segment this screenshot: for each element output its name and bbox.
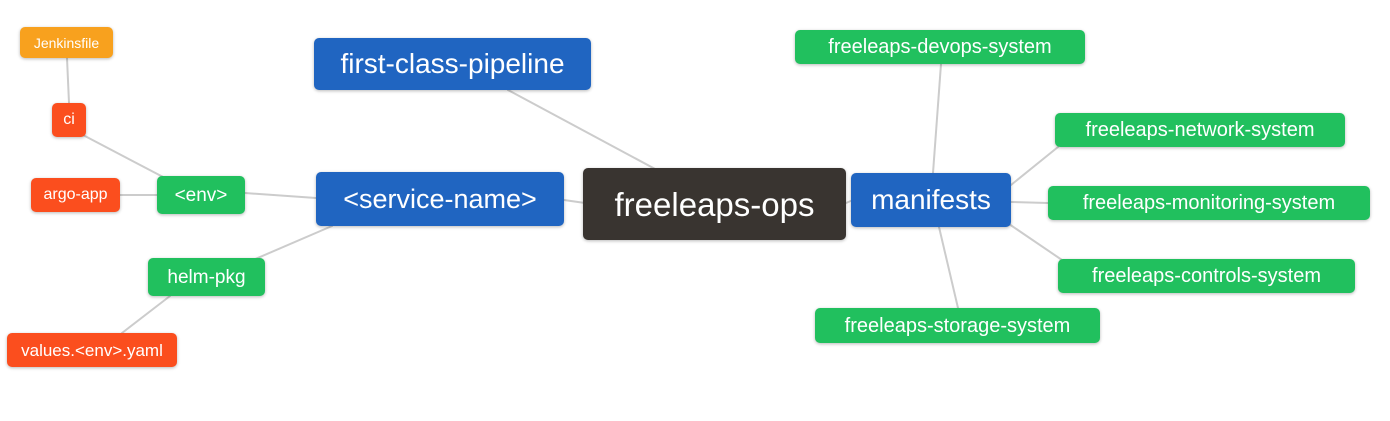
edge-manifests-controls-system xyxy=(1008,223,1063,261)
node-freeleaps-devops-system[interactable]: freeleaps-devops-system xyxy=(795,30,1085,64)
edge-manifests-storage-system xyxy=(938,226,959,309)
node-jenkinsfile[interactable]: Jenkinsfile xyxy=(20,27,113,58)
node-env[interactable]: <env> xyxy=(157,176,245,214)
node-service-name[interactable]: <service-name> xyxy=(316,172,564,226)
edge-service-name-helm-pkg xyxy=(252,225,333,261)
node-manifests[interactable]: manifests xyxy=(851,173,1011,227)
edge-env-service-name xyxy=(244,192,317,199)
edge-manifests-monitoring-system xyxy=(1010,201,1049,204)
edge-helm-pkg-values-yaml xyxy=(121,295,171,334)
node-argo-app[interactable]: argo-app xyxy=(31,178,120,212)
edge-jenkinsfile-ci xyxy=(66,57,70,104)
node-freeleaps-controls-system[interactable]: freeleaps-controls-system xyxy=(1058,259,1355,293)
node-freeleaps-monitoring-system[interactable]: freeleaps-monitoring-system xyxy=(1048,186,1370,220)
edge-first-class-pipeline-freeleaps-ops xyxy=(507,89,658,171)
node-first-class-pipeline[interactable]: first-class-pipeline xyxy=(314,38,591,90)
node-freeleaps-network-system[interactable]: freeleaps-network-system xyxy=(1055,113,1345,147)
node-helm-pkg[interactable]: helm-pkg xyxy=(148,258,265,296)
edge-manifests-network-system xyxy=(1010,146,1059,186)
edge-ci-env xyxy=(82,134,166,179)
edge-manifests-devops-system xyxy=(932,63,942,174)
node-freeleaps-storage-system[interactable]: freeleaps-storage-system xyxy=(815,308,1100,343)
node-ci[interactable]: ci xyxy=(52,103,86,137)
node-values-env-yaml[interactable]: values.<env>.yaml xyxy=(7,333,177,367)
edge-service-name-freeleaps-ops xyxy=(563,199,586,204)
node-freeleaps-ops-root[interactable]: freeleaps-ops xyxy=(583,168,846,240)
